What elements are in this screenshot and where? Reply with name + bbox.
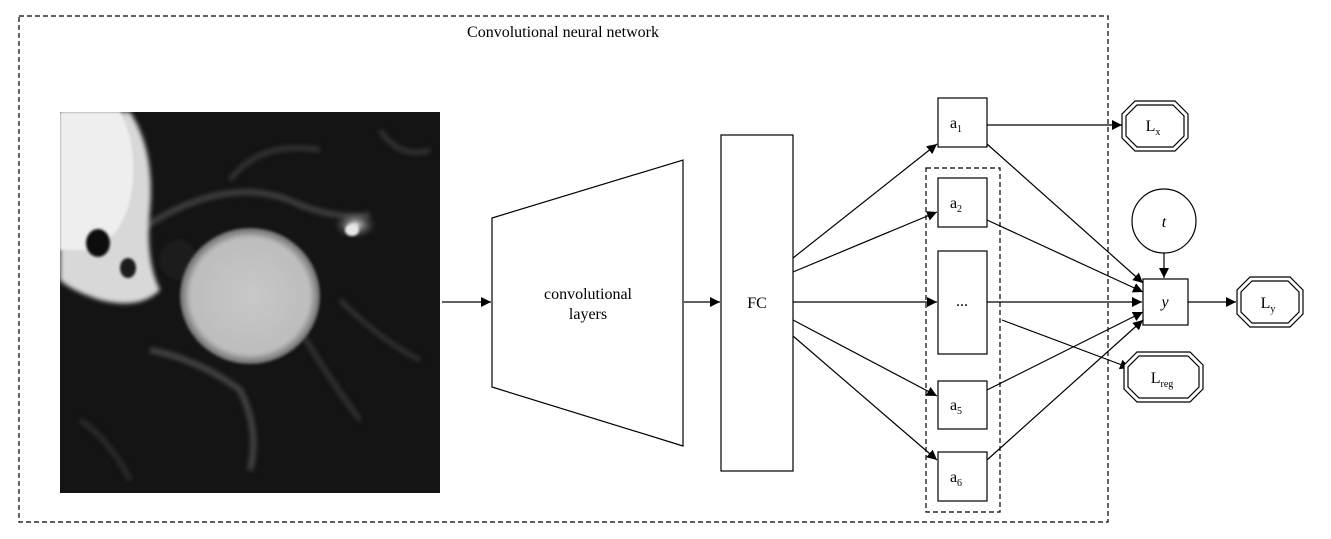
conv-label-line1: convolutional xyxy=(544,286,633,303)
node-t: t xyxy=(1131,188,1197,254)
a2-base: a xyxy=(950,195,957,212)
arrow-a5-to-y xyxy=(986,311,1144,391)
conv-label-line2: layers xyxy=(569,306,607,323)
arrow-fc-to-a5 xyxy=(792,319,938,397)
lx-sub: x xyxy=(1155,127,1160,138)
arrow-a2-to-y xyxy=(986,219,1144,293)
svg-text:Ly: Ly xyxy=(1261,295,1276,315)
node-y: y xyxy=(1142,278,1189,326)
attribute-group-box xyxy=(925,167,1001,513)
node-a6: a6 xyxy=(937,451,988,502)
svg-text:a5: a5 xyxy=(950,397,962,417)
loss-lx: Lx xyxy=(1121,100,1189,152)
arrow-fc-to-a6 xyxy=(792,335,938,461)
node-a5: a5 xyxy=(937,380,988,430)
a6-sub: 6 xyxy=(957,478,962,489)
fc-block xyxy=(720,134,794,472)
a5-base: a xyxy=(950,397,957,414)
loss-ly: Ly xyxy=(1236,276,1304,328)
node-a2: a2 xyxy=(937,177,988,228)
arrow-a1-to-y xyxy=(986,143,1144,284)
arrow-a6-to-y xyxy=(986,319,1144,461)
convolutional-layers-block xyxy=(491,159,684,447)
lreg-base: L xyxy=(1151,370,1161,387)
fc-label: FC xyxy=(747,295,767,312)
a1-sub: 1 xyxy=(957,124,962,135)
ly-sub: y xyxy=(1270,304,1275,315)
svg-text:a6: a6 xyxy=(950,469,962,489)
svg-text:a2: a2 xyxy=(950,195,962,215)
cnn-title: Convolutional neural network xyxy=(467,24,659,41)
svg-text:Lx: Lx xyxy=(1146,118,1161,138)
svg-text:Lreg: Lreg xyxy=(1151,370,1174,390)
loss-lreg: Lreg xyxy=(1123,351,1204,403)
a2-sub: 2 xyxy=(957,204,962,215)
t-label: t xyxy=(1162,214,1167,231)
node-dots: ... xyxy=(937,250,988,355)
lx-base: L xyxy=(1146,118,1156,135)
svg-text:a1: a1 xyxy=(950,115,962,135)
arrow-fc-to-a1 xyxy=(792,143,938,259)
arrow-fc-to-a2 xyxy=(792,211,938,273)
node-a1: a1 xyxy=(937,97,988,148)
a5-sub: 5 xyxy=(957,406,962,417)
ct-scan-image xyxy=(60,112,440,493)
lreg-sub: reg xyxy=(1161,379,1174,390)
cnn-boundary-box xyxy=(18,15,1109,523)
arrow-dots-to-lreg xyxy=(1001,319,1131,370)
a1-base: a xyxy=(950,115,957,132)
dots-label: ... xyxy=(956,293,968,310)
ly-base: L xyxy=(1261,295,1271,312)
a6-base: a xyxy=(950,469,957,486)
y-label: y xyxy=(1159,294,1169,311)
